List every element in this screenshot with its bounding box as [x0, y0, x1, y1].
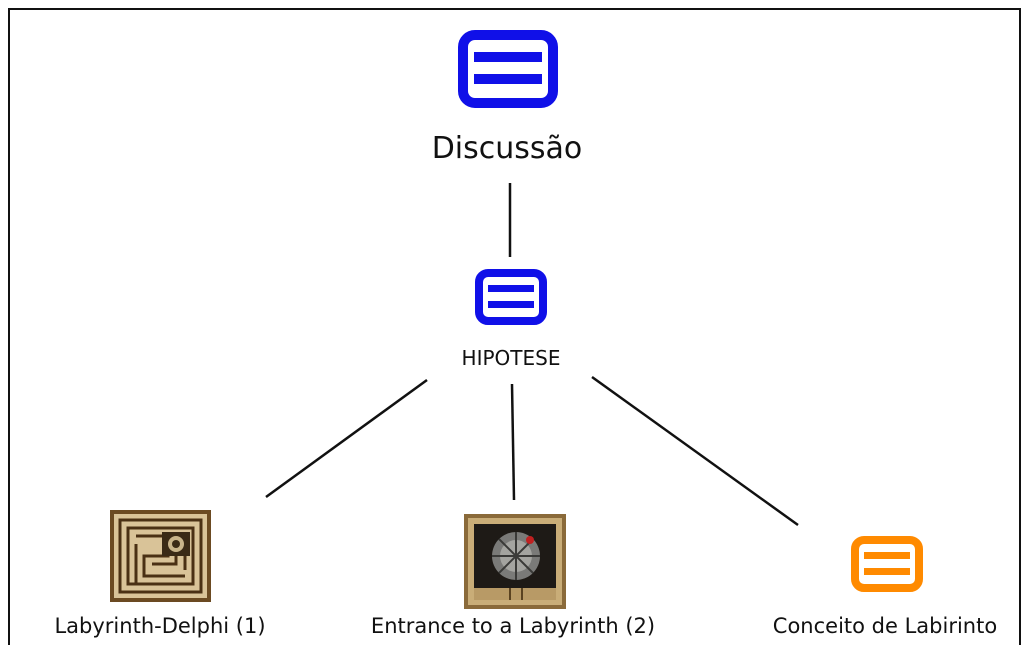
- edge-hypothesis-child-3: [591, 375, 799, 527]
- child-node-label-3[interactable]: Conceito de Labirinto: [772, 614, 998, 638]
- concept-list-note-icon[interactable]: [851, 536, 923, 592]
- edge-hypothesis-child-2: [510, 383, 516, 501]
- root-node-label[interactable]: Discussão: [431, 131, 583, 166]
- child-node-label-1[interactable]: Labyrinth-Delphi (1): [54, 614, 266, 638]
- labyrinth-entrance-image-icon[interactable]: [464, 514, 566, 609]
- root-list-note-icon[interactable]: [458, 30, 558, 108]
- diagram-frame: [8, 8, 1021, 645]
- hypothesis-list-note-icon[interactable]: [475, 269, 547, 325]
- child-node-label-2[interactable]: Entrance to a Labyrinth (2): [370, 614, 656, 638]
- edge-hypothesis-child-1: [265, 378, 428, 499]
- hypothesis-node-label[interactable]: HIPOTESE: [461, 346, 561, 370]
- labyrinth-image-icon[interactable]: [110, 510, 211, 602]
